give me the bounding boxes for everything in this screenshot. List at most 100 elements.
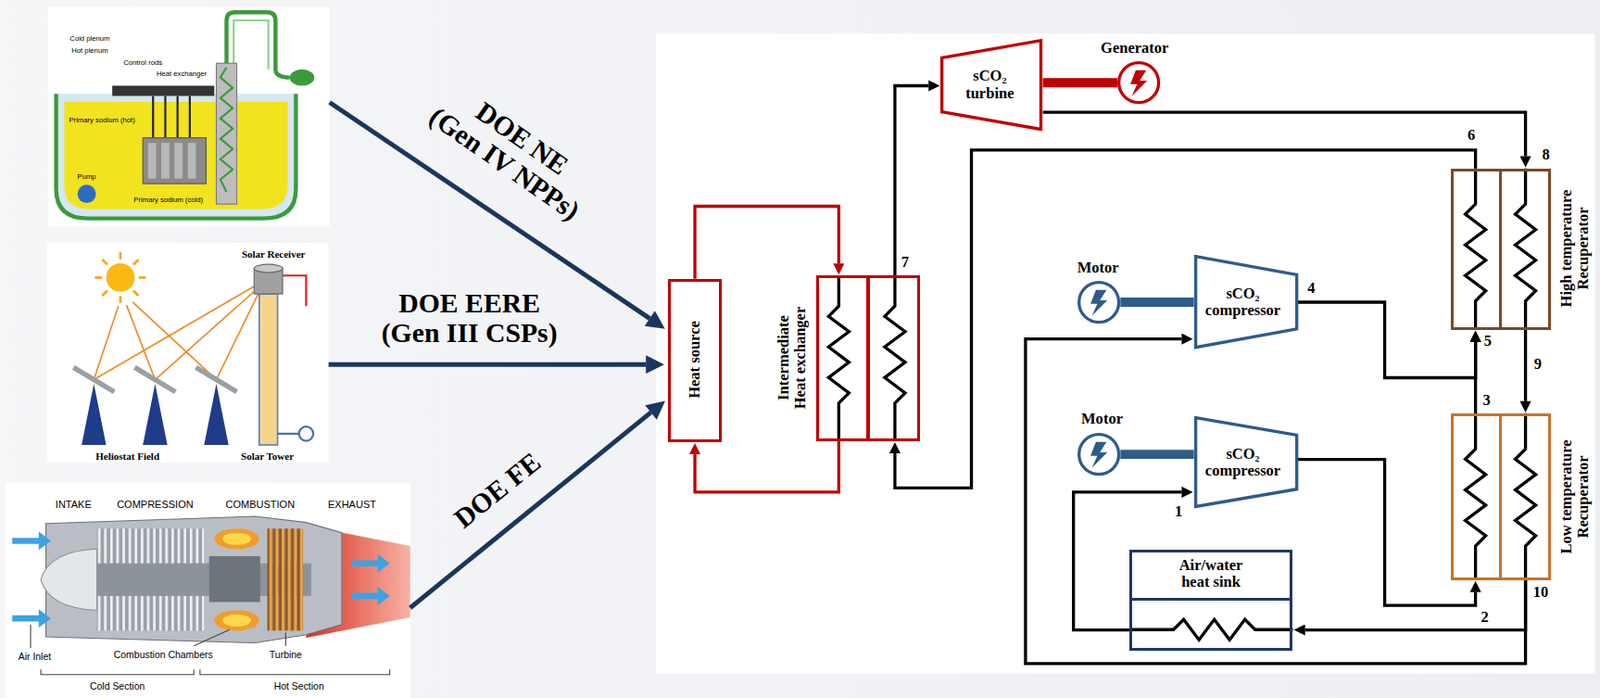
node-label: Intermediate Heat exchanger <box>775 306 809 410</box>
gas-turbine-illustration <box>222 532 252 545</box>
program-label: DOE NE (Gen IV NPPs) <box>424 75 604 227</box>
reactor-illustration <box>77 184 97 203</box>
part-label: Heat exchanger <box>156 70 207 78</box>
gas-turbine-illustration <box>200 668 391 675</box>
motor-symbol: Motor <box>1077 280 1121 324</box>
reactor-illustration <box>215 62 237 204</box>
reactor-illustration <box>289 69 315 87</box>
solar-illustration <box>101 259 108 265</box>
heat-exchanger-plates <box>1465 168 1487 330</box>
reactor-illustration <box>233 20 268 70</box>
solar-illustration <box>282 275 306 306</box>
gas-turbine-illustration <box>352 554 391 573</box>
heat-exchanger-box: Intermediate Heat exchanger <box>816 275 920 441</box>
part-label: COMPRESSION <box>116 498 194 510</box>
divider-line <box>866 277 870 438</box>
gas-turbine-illustration <box>193 629 230 646</box>
text-line: DOE EERE <box>381 288 558 319</box>
text-line: Intermediate <box>775 306 793 410</box>
heat-exchanger-plates <box>1129 618 1293 640</box>
generator-symbol: Generator <box>1117 61 1160 104</box>
machine-outline <box>1079 282 1120 323</box>
text-line: sCO₂ <box>965 67 1014 85</box>
part-label: Solar Tower <box>240 450 294 462</box>
node-label: Generator <box>1100 39 1169 57</box>
part-label: Combustion Chambers <box>113 649 214 661</box>
text-line: Recuperator <box>1574 189 1592 308</box>
reactor-illustration <box>48 7 330 227</box>
reactor-illustration: Cold plenumHot plenumControl rodsHeat ex… <box>48 7 330 227</box>
text-line: Air/water <box>1179 556 1244 574</box>
flow-connector <box>1474 341 1477 414</box>
node-label: sCO₂ turbine <box>965 67 1014 101</box>
compressor-symbol: sCO₂ compressor <box>1194 415 1298 508</box>
text-line: High temperature <box>1558 189 1575 308</box>
shaft-link <box>1120 449 1194 459</box>
gas-turbine-illustration <box>40 668 194 675</box>
recuperator-box: Low temperature Recuperator <box>1450 413 1551 580</box>
divider-line <box>1499 415 1502 578</box>
solar-illustration <box>133 259 139 265</box>
reactor-illustration <box>163 95 166 138</box>
solar-illustration: Solar ReceiverHeliostat FieldSolar Tower <box>47 242 329 463</box>
gas-turbine-illustration <box>12 531 51 551</box>
heat-sink-box: Air/water heat sink <box>1129 549 1293 651</box>
node-label: High temperature Recuperator <box>1558 189 1592 308</box>
solar-illustration <box>47 242 329 463</box>
solar-illustration <box>119 295 123 303</box>
reactor-illustration <box>188 142 197 179</box>
reactor-illustration <box>148 142 157 179</box>
reactor-illustration <box>220 67 233 192</box>
heat-exchanger-plates <box>828 275 849 441</box>
gas-turbine-illustration <box>267 528 304 630</box>
text-line: Low temperature <box>1558 440 1575 555</box>
state-point-number: 3 <box>1483 391 1491 409</box>
flow-connector <box>694 205 839 278</box>
gas-turbine-illustration <box>12 531 391 628</box>
part-label: Hot plenum <box>71 47 108 55</box>
program-label: DOE EERE (Gen III CSPs) <box>381 288 558 349</box>
text-line: Heat exchanger <box>792 306 809 410</box>
gas-turbine-illustration <box>214 528 259 549</box>
part-label: Cold plenum <box>69 35 110 43</box>
node-label: Heat source <box>686 321 704 400</box>
solar-illustration <box>215 291 259 380</box>
part-label: Primary sodium (hot) <box>68 116 135 125</box>
lightning-symbol <box>1090 441 1108 468</box>
solar-illustration <box>277 432 300 435</box>
state-point-number: 8 <box>1541 146 1550 164</box>
divider-line <box>1132 597 1290 601</box>
node-label: Motor <box>1077 258 1120 276</box>
machine-outline <box>1195 417 1297 507</box>
lightning-symbol <box>1130 70 1147 97</box>
part-label: Cold Section <box>89 680 145 693</box>
solar-illustration <box>47 242 329 463</box>
part-label: Turbine <box>269 649 303 661</box>
flow-connector <box>1073 491 1183 630</box>
motor-symbol-outline <box>1077 280 1121 324</box>
divider-line <box>1499 171 1502 328</box>
solar-illustration <box>142 383 167 445</box>
flow-connector <box>410 412 652 608</box>
part-label: Pump <box>77 172 97 180</box>
solar-illustration <box>138 276 147 279</box>
reactor-illustration <box>152 95 190 138</box>
reactor-illustration <box>112 85 215 96</box>
flow-connector <box>1297 459 1476 606</box>
reactor-illustration <box>142 138 206 185</box>
state-point-number: 2 <box>1480 608 1488 626</box>
flow-connector <box>328 362 647 367</box>
text-line: heat sink <box>1179 573 1244 591</box>
text-line: (Gen III CSPs) <box>381 318 558 350</box>
solar-illustration <box>81 383 106 445</box>
state-point-number: 4 <box>1307 279 1315 297</box>
reactor-illustration <box>148 142 197 179</box>
part-label: INTAKE <box>55 498 92 510</box>
gas-turbine-illustration <box>30 624 391 675</box>
node-label: Air/water heat sink <box>1179 556 1244 591</box>
gas-turbine-illustration: INTAKECOMPRESSIONCOMBUSTIONEXHAUSTAir In… <box>5 482 411 698</box>
recuperator-box: High temperature Recuperator <box>1450 168 1551 330</box>
flow-connector <box>1297 302 1476 378</box>
diagram-panel <box>655 33 1595 673</box>
